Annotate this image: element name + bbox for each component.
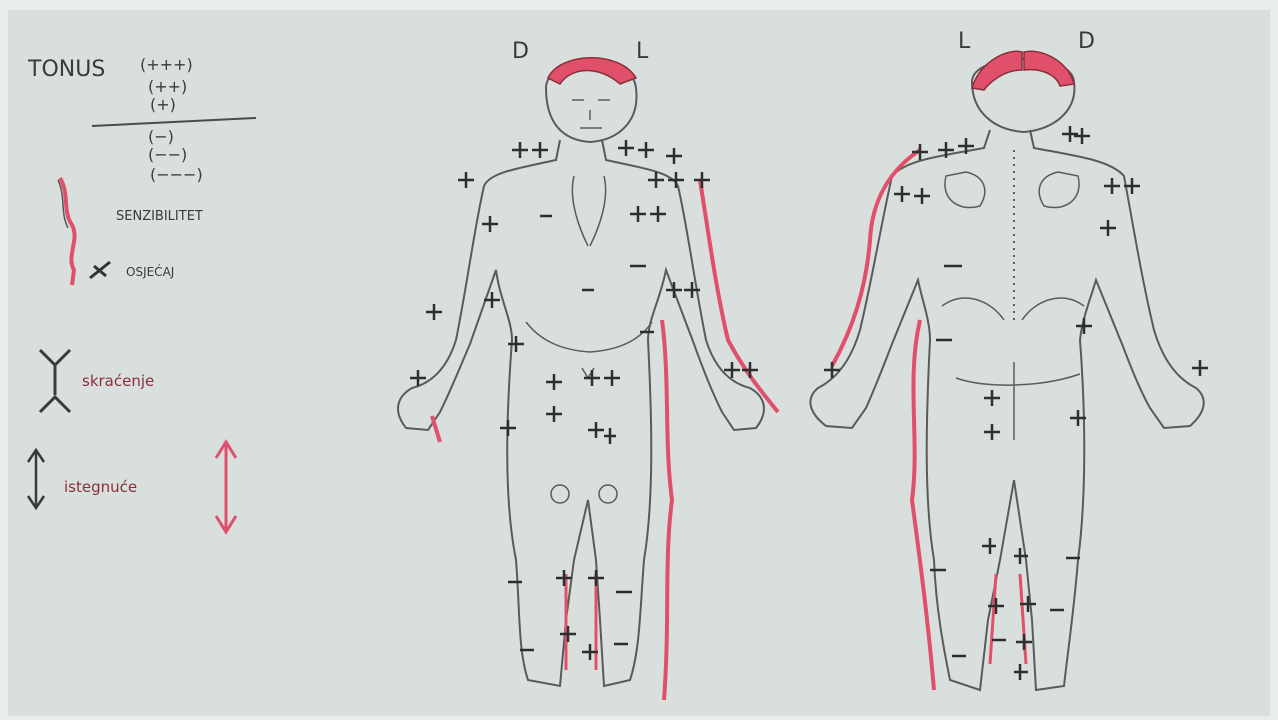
sensibility-label: SENZIBILITET	[116, 209, 203, 224]
back-left-marker: L	[958, 29, 971, 54]
front-left-marker: L	[636, 39, 649, 64]
back-right-marker: D	[1078, 29, 1095, 54]
tonus-level-3-up: (+++)	[140, 55, 193, 74]
tonus-level-1-down: (−)	[148, 127, 174, 146]
tonus-level-2-up: (++)	[148, 77, 187, 96]
tonus-level-3-down: (−−−)	[150, 165, 203, 184]
front-right-marker: D	[512, 39, 529, 64]
tonus-level-1-up: (+)	[150, 95, 176, 114]
shortening-label: skraćenje	[82, 372, 154, 390]
tonus-title: TONUS	[27, 57, 105, 82]
lengthening-label: istegnuće	[64, 478, 137, 496]
tonus-level-2-down: (−−)	[148, 145, 187, 164]
pain-label: OSJEĆAJ	[126, 264, 174, 279]
